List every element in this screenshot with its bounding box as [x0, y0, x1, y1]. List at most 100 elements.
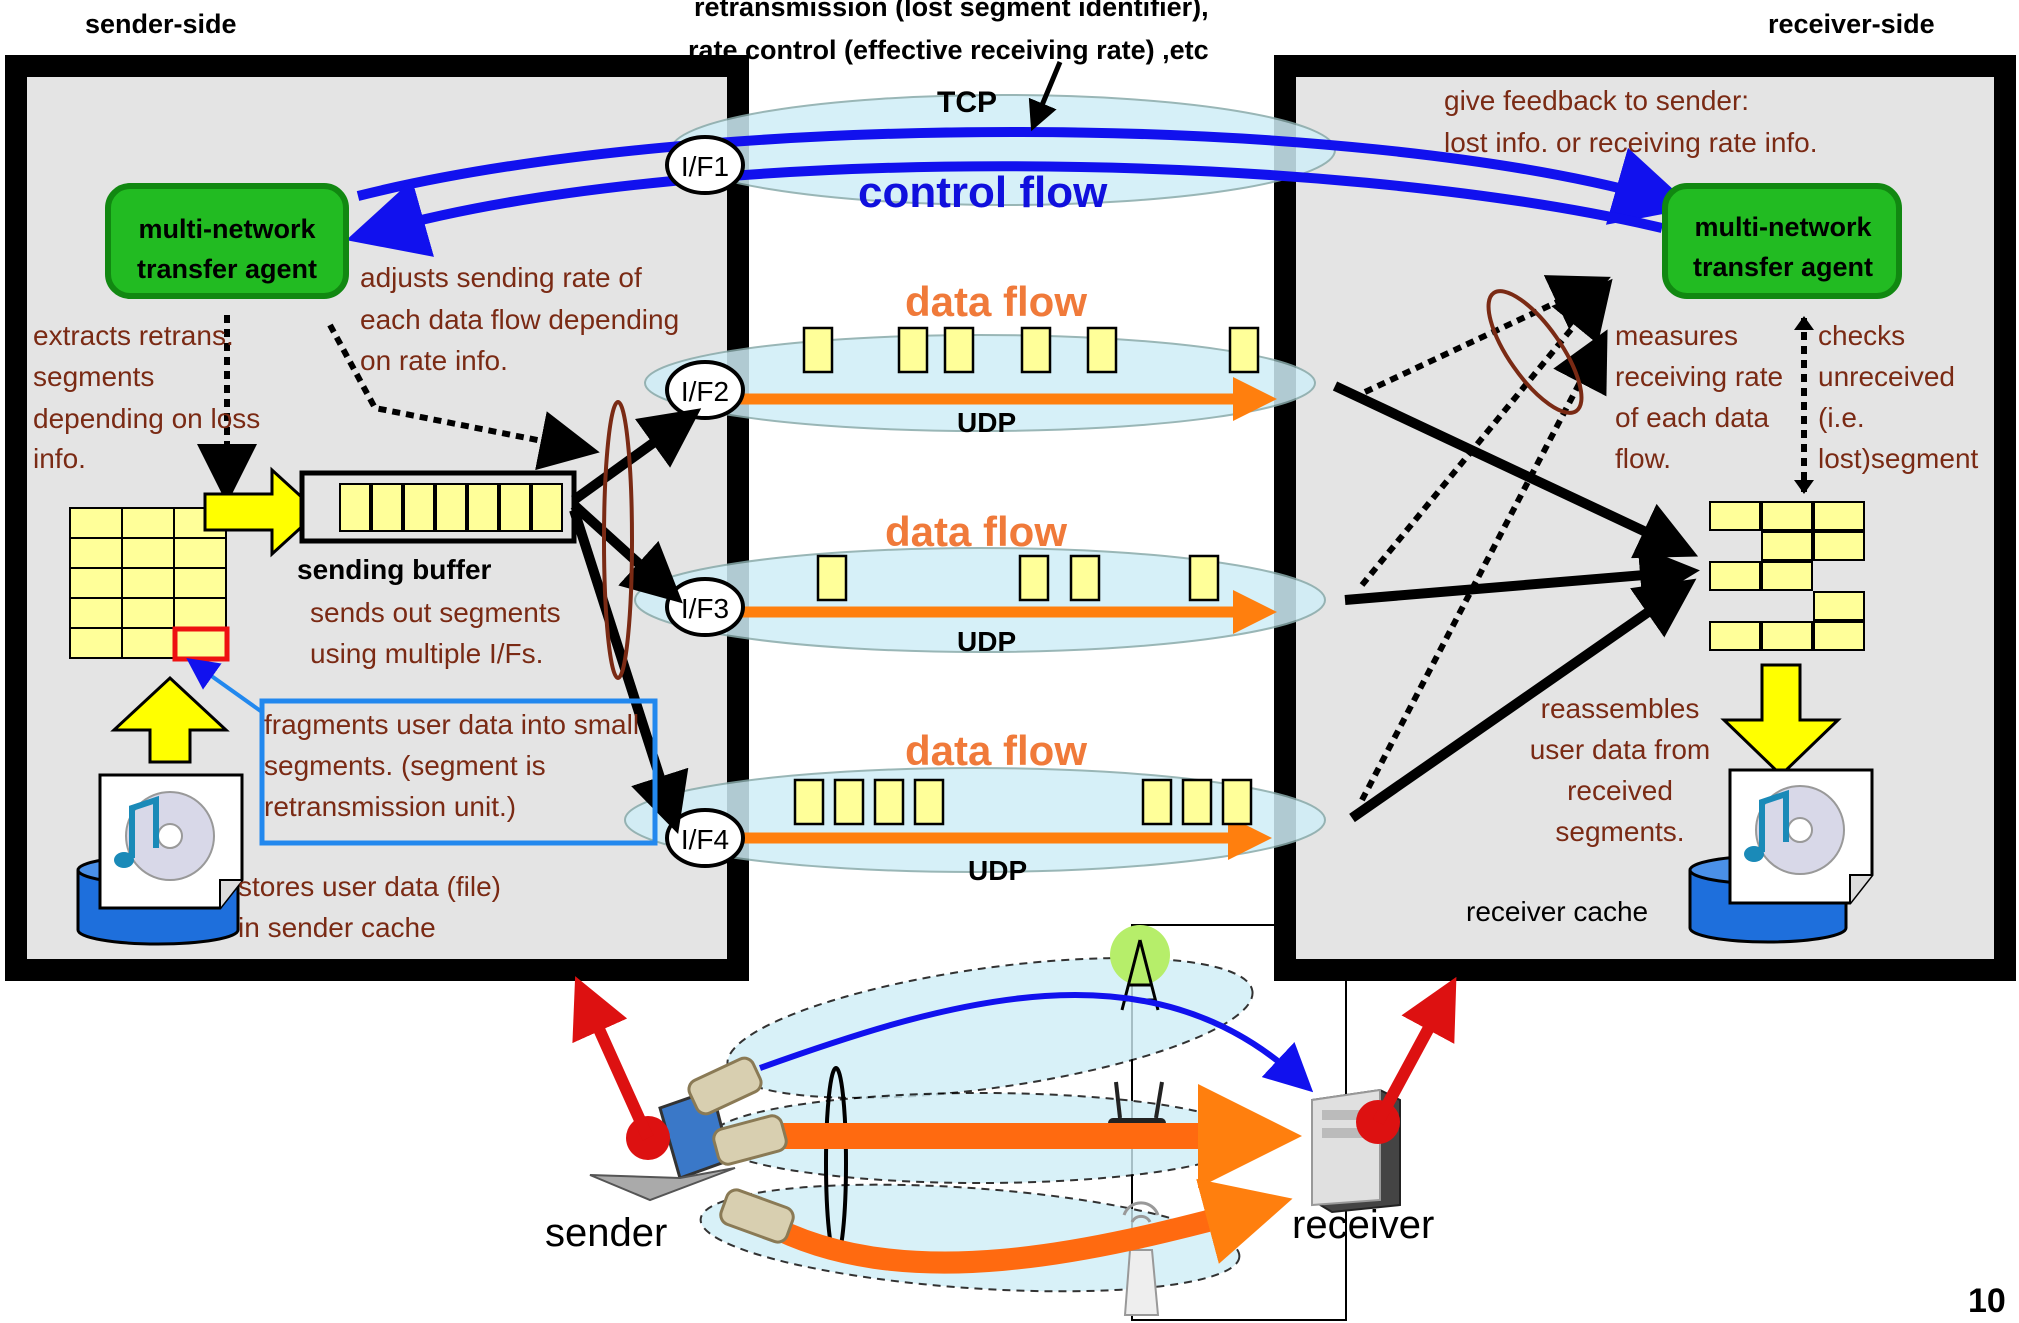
fragments-text-1: fragments user data into small [264, 709, 639, 740]
data-flow-label-2: data flow [885, 508, 1067, 555]
checks-text-3: (i.e. [1818, 402, 1865, 433]
packet [943, 326, 975, 374]
receiver-agent-line2: transfer agent [1693, 252, 1873, 282]
receiver-grouping-ellipse [1486, 289, 1584, 415]
sends-out-text-2: using multiple I/Fs. [310, 638, 543, 669]
measures-text-2: receiving rate [1615, 361, 1783, 392]
if2-label: I/F2 [681, 376, 729, 407]
sender-music-file-icon [98, 773, 244, 910]
to-buffer-yellow-arrow [203, 466, 321, 558]
extracts-text-3: depending on loss [33, 403, 260, 434]
if3-to-receiver-arrow [1344, 545, 1700, 606]
reassembles-text-1: reassembles [1541, 693, 1700, 724]
measures-text-3: of each data [1615, 402, 1770, 433]
packet [1018, 554, 1050, 602]
packet [1228, 326, 1260, 374]
tcp-label: TCP [937, 86, 997, 119]
cellular-flow-arrow [758, 992, 1314, 1093]
packets-flow-3 [793, 778, 1253, 826]
receiver-agent-node: multi-network transfer agent [1662, 183, 1902, 299]
if4-label: I/F4 [681, 824, 729, 855]
control-flow-label: control flow [858, 168, 1108, 217]
receiver-side-heading: receiver-side [1768, 9, 1935, 39]
packet [913, 778, 945, 826]
packet [1221, 778, 1253, 826]
interface-if3: I/F3 [665, 577, 745, 637]
interface-if2: I/F2 [665, 360, 745, 420]
reassembles-text-2: user data from [1530, 734, 1711, 765]
packet [1069, 554, 1101, 602]
page-number: 10 [1968, 1282, 2006, 1320]
packet [897, 326, 929, 374]
adjusts-text-2: each data flow depending [360, 304, 679, 335]
receiver-segment-grid [1709, 501, 1865, 651]
packet [1086, 326, 1118, 374]
checks-arrowhead-bottom [1794, 480, 1814, 494]
extracts-text-4: info. [33, 443, 86, 474]
checks-arrowhead-top [1794, 316, 1814, 330]
wifi-flow-arrow [754, 1178, 1293, 1274]
cell-tower-icon [1110, 925, 1170, 1011]
sender-red-pointer-arrow [572, 976, 654, 1141]
if3-label: I/F3 [681, 593, 729, 624]
sending-buffer [299, 470, 577, 544]
measure-dotted-arrow-2 [1359, 278, 1613, 587]
packet [802, 326, 834, 374]
reassembles-text-4: segments. [1555, 816, 1684, 847]
measures-text-1: measures [1615, 320, 1738, 351]
packet [793, 778, 825, 826]
measures-text-4: flow. [1615, 443, 1671, 474]
sending-buffer-label: sending buffer [297, 554, 492, 585]
packet [833, 778, 865, 826]
packet [816, 554, 848, 602]
packet [1188, 554, 1220, 602]
fragments-text-3: retransmission unit.) [264, 791, 516, 822]
data-flow-label-3: data flow [905, 727, 1087, 774]
control-flow-arrow-to-sender [346, 161, 1664, 257]
sender-agent-line1: multi-network [138, 214, 316, 244]
reassembles-text-3: received [1567, 775, 1673, 806]
network-card-icon [719, 1188, 795, 1244]
network-card-icon [687, 1056, 763, 1116]
interface-if1: I/F1 [665, 135, 745, 195]
control-flow-arrow-to-receiver [356, 127, 1694, 225]
feedback-text-2: lost info. or receiving rate info. [1444, 127, 1818, 158]
top-note-line1: retransmission (lost segment identifier)… [694, 0, 1209, 22]
adjust-dotted-arrow [327, 323, 600, 471]
buffer-to-if3-arrow [570, 501, 683, 604]
measure-dotted-arrow-3 [1359, 329, 1608, 802]
data-flow-label-1: data flow [905, 278, 1087, 325]
if4-to-receiver-arrow [1349, 578, 1697, 823]
feedback-text-1: give feedback to sender: [1444, 85, 1749, 116]
if1-label: I/F1 [681, 151, 729, 182]
adjusts-text-1: adjusts sending rate of [360, 262, 642, 293]
packet [1020, 326, 1052, 374]
network-card-icon [712, 1114, 788, 1166]
network-card-icons [687, 1056, 795, 1244]
if2-to-receiver-arrow [1332, 381, 1699, 559]
top-note-line2: rate control (effective receiving rate) … [688, 35, 1209, 65]
receiver-agent-line1: multi-network [1694, 212, 1872, 242]
checks-text-2: unreceived [1818, 361, 1955, 392]
checks-text-1: checks [1818, 320, 1905, 351]
sender-side-heading: sender-side [85, 9, 237, 39]
extracts-text-2: segments [33, 361, 154, 392]
fragments-pointer-arrow [186, 658, 264, 714]
access-point-icon [1122, 1201, 1160, 1316]
checks-text-4: lost)segment [1818, 443, 1979, 474]
file-to-grid-yellow-arrow [110, 675, 230, 764]
sender-agent-line2: transfer agent [137, 254, 317, 284]
stores-text-1: stores user data (file) [238, 871, 501, 902]
stores-text-2: in sender cache [238, 912, 436, 943]
sender-grouping-ellipse [602, 400, 634, 680]
packet [1181, 778, 1213, 826]
sender-agent-node: multi-network transfer agent [105, 183, 349, 299]
receiver-red-pointer-arrow [1372, 976, 1457, 1125]
extracts-text-1: extracts retrans. [33, 320, 234, 351]
sender-label: sender [545, 1211, 667, 1255]
udp-label-1: UDP [957, 407, 1016, 438]
udp-label-2: UDP [957, 626, 1016, 657]
receiver-music-file-icon [1728, 768, 1874, 905]
fragments-note-box [259, 698, 658, 846]
adjusts-text-3: on rate info. [360, 345, 508, 376]
